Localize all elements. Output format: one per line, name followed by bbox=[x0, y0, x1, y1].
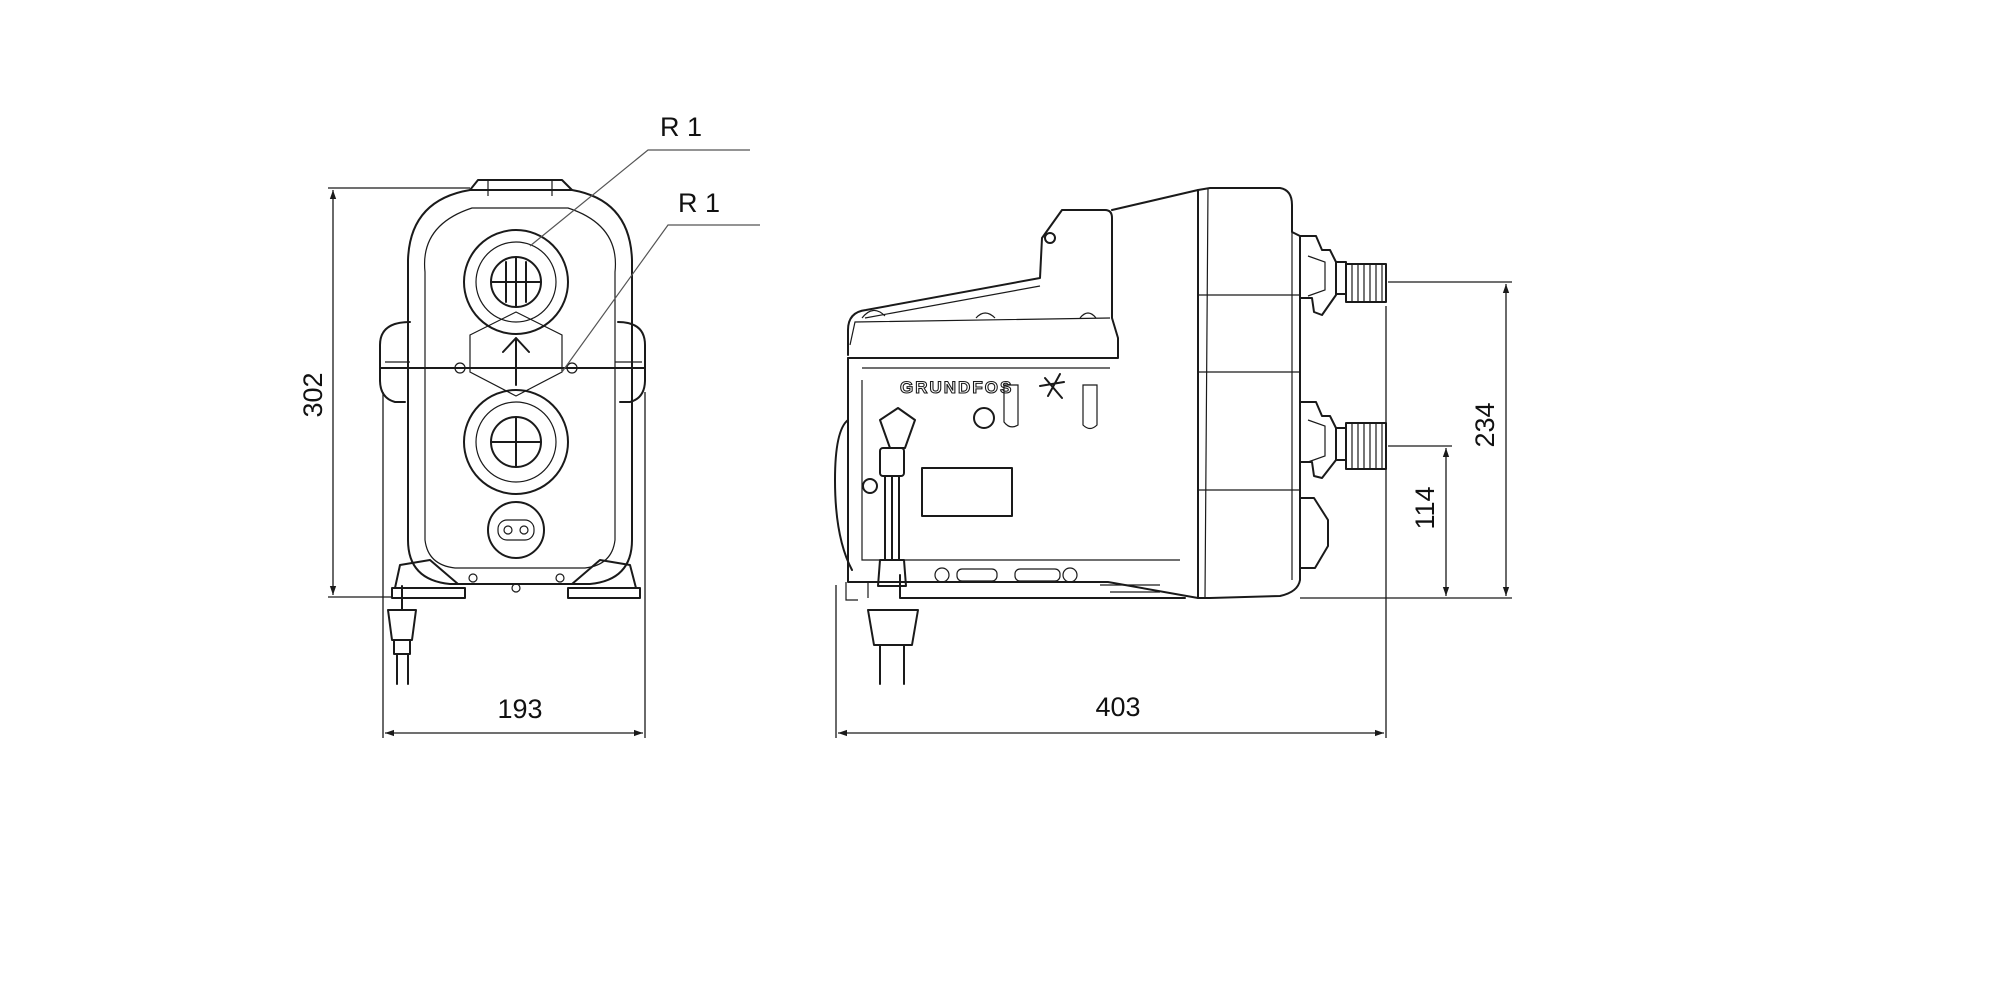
thread-leader-top bbox=[529, 149, 750, 247]
dimension-inlet-height: 114 bbox=[1388, 445, 1452, 596]
thread-label-bottom: R 1 bbox=[678, 188, 720, 218]
length-dimension-label: 403 bbox=[1095, 692, 1140, 722]
pump-side-view: GRUNDFOS bbox=[834, 187, 1387, 685]
inlet-height-label: 114 bbox=[1410, 486, 1440, 529]
outlet-height-label: 234 bbox=[1470, 402, 1500, 447]
thread-leader-bottom bbox=[561, 224, 760, 373]
dimension-width-front: 193 bbox=[382, 392, 646, 738]
dimension-length-side: 403 bbox=[835, 306, 1387, 738]
dimension-outlet-height: 234 bbox=[1300, 281, 1512, 599]
brand-logo: GRUNDFOS bbox=[900, 378, 1013, 397]
brand-emblem bbox=[1039, 373, 1065, 399]
thread-label-top: R 1 bbox=[660, 112, 702, 142]
height-dimension-label: 302 bbox=[298, 372, 328, 417]
dimension-height-front: 302 bbox=[298, 187, 470, 598]
width-dimension-label: 193 bbox=[497, 694, 542, 724]
pump-front-view bbox=[379, 179, 646, 685]
